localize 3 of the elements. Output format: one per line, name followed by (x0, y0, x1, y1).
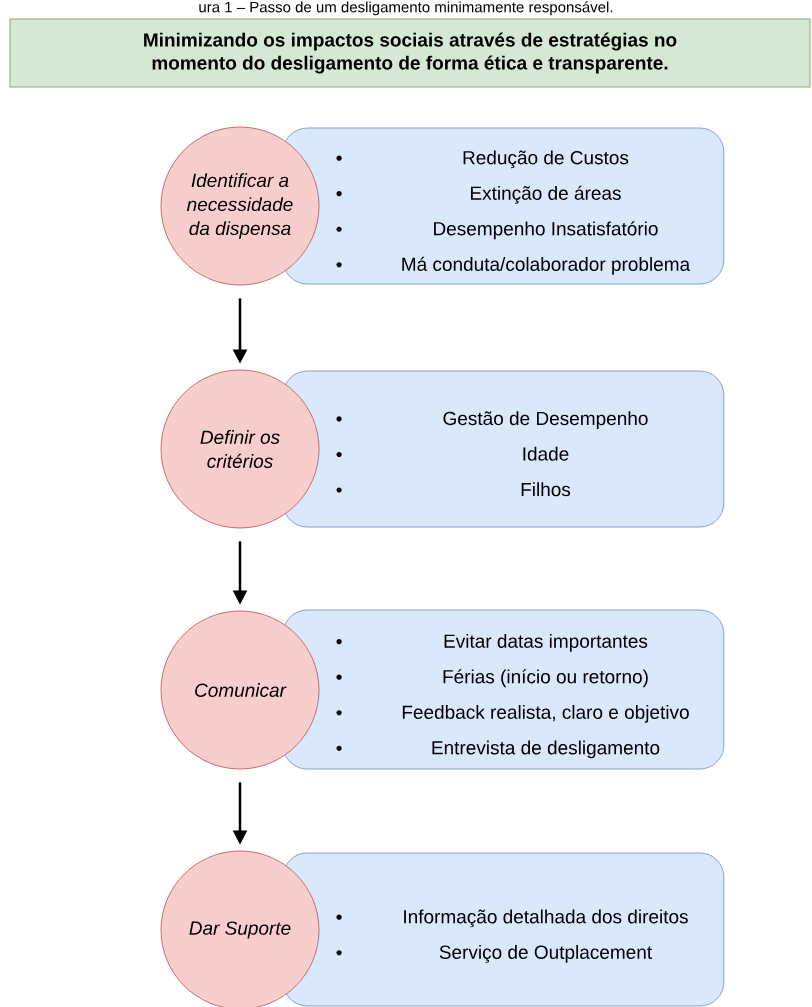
figure-title: ura 1 – Passo de um desligamento minimamente responsável. (199, 1, 613, 16)
bullet-list-box: Gestão de Desempenho Idade Filhos (282, 370, 725, 528)
heading-banner: Minimizando os impactos sociais através de estratégias no momento do desligamento de forma ética e transparente. (9, 18, 811, 88)
